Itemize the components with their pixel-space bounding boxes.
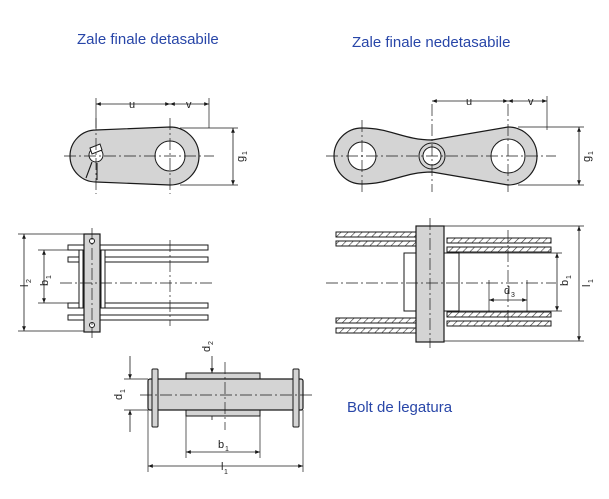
dim-label-u-detachable: u	[129, 99, 135, 111]
svg-text:l: l	[19, 285, 31, 287]
svg-text:d: d	[201, 346, 213, 352]
dim-label-g1-non-detachable: g 1	[581, 151, 595, 162]
dim-label-l1-bolt: l 1	[221, 461, 228, 476]
svg-text:1: 1	[46, 275, 53, 279]
svg-text:1: 1	[566, 275, 573, 279]
detachable-link-side-view	[18, 228, 214, 338]
dim-label-b1-detachable: b 1	[39, 275, 53, 286]
non-detachable-link-side-view	[326, 218, 584, 348]
dimension-labels: u v u v g 1 g 1 l 2 b 1 d 3 b 1 l 1	[19, 96, 595, 476]
title-detachable-end-links: Zale finale detasabile	[77, 31, 219, 48]
title-connecting-bolt: Bolt de legatura	[347, 399, 453, 416]
svg-text:1: 1	[225, 446, 229, 453]
dim-label-u-non-detachable: u	[466, 96, 472, 108]
dim-label-l1-non-detachable: l 1	[581, 279, 595, 287]
svg-text:d: d	[113, 394, 125, 400]
svg-text:g: g	[581, 156, 593, 162]
dim-label-b1-bolt: b 1	[218, 439, 229, 453]
connecting-bolt-view	[124, 356, 312, 472]
dim-label-d1: d 1	[113, 389, 127, 400]
svg-text:l: l	[221, 461, 223, 473]
non-detachable-link-top-view	[326, 96, 584, 192]
svg-text:1: 1	[242, 151, 249, 155]
svg-text:d: d	[504, 285, 510, 297]
dim-label-l2: l 2	[19, 279, 33, 287]
dim-label-v-non-detachable: v	[528, 96, 534, 108]
dim-label-g1-detachable: g 1	[235, 151, 249, 162]
dim-label-b1-non-detachable: b 1	[559, 275, 573, 286]
svg-text:b: b	[39, 280, 51, 286]
svg-text:3: 3	[511, 292, 515, 299]
svg-text:1: 1	[224, 469, 228, 476]
svg-text:2: 2	[26, 279, 33, 283]
dim-label-d2: d 2	[201, 341, 215, 352]
detachable-link-top-view	[64, 98, 238, 194]
svg-text:l: l	[581, 285, 593, 287]
svg-text:2: 2	[208, 341, 215, 345]
svg-text:1: 1	[588, 151, 595, 155]
dim-label-d3: d 3	[504, 285, 515, 299]
svg-text:1: 1	[120, 389, 127, 393]
svg-text:b: b	[559, 280, 571, 286]
dim-label-v-detachable: v	[186, 99, 192, 111]
svg-text:b: b	[218, 439, 224, 451]
title-non-detachable-end-links: Zale finale nedetasabile	[352, 34, 511, 51]
svg-text:g: g	[235, 156, 247, 162]
svg-text:1: 1	[588, 279, 595, 283]
